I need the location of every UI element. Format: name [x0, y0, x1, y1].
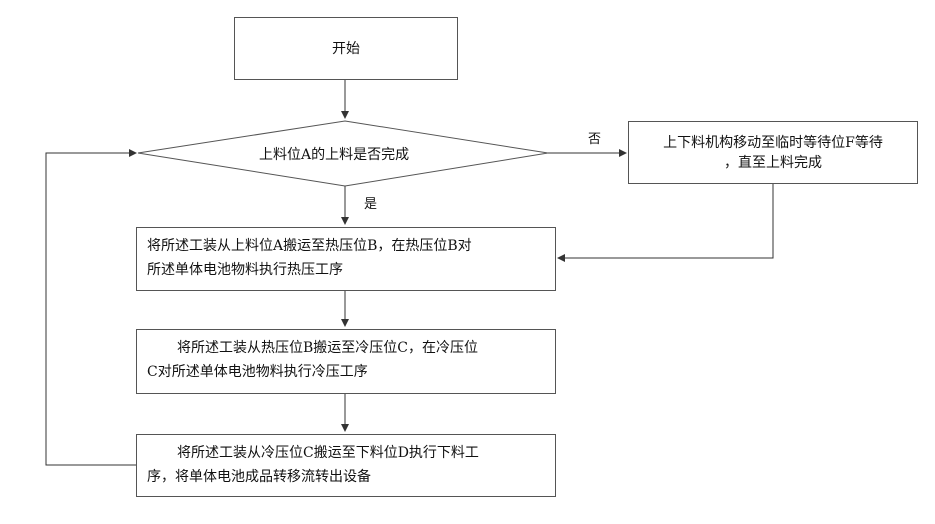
- cold-press-box: 将所述工装从热压位B搬运至冷压位C，在冷压位 C对所述单体电池物料执行冷压工序: [136, 329, 556, 394]
- hot-press-line-1: 将所述工装从上料位A搬运至热压位B，在热压位B对: [137, 234, 555, 258]
- wait-box: 上下料机构移动至临时等待位F等待 ，直至上料完成: [628, 121, 918, 184]
- decision-label: 上料位A的上料是否完成: [259, 144, 409, 164]
- no-label: 否: [588, 128, 601, 147]
- yes-label: 是: [364, 193, 377, 212]
- wait-box-line-1: 上下料机构移动至临时等待位F等待: [663, 133, 883, 153]
- cold-press-line-2: C对所述单体电池物料执行冷压工序: [137, 360, 555, 384]
- arrow-wait-to-hot-press: [558, 184, 773, 258]
- wait-box-line-2: ，直至上料完成: [724, 153, 822, 173]
- hot-press-box: 将所述工装从上料位A搬运至热压位B，在热压位B对 所述单体电池物料执行热压工序: [136, 227, 556, 291]
- cold-press-line-1: 将所述工装从热压位B搬运至冷压位C，在冷压位: [137, 336, 555, 360]
- unload-line-1: 将所述工装从冷压位C搬运至下料位D执行下料工: [137, 441, 555, 465]
- unload-line-2: 序，将单体电池成品转移流转出设备: [137, 465, 555, 489]
- start-box: 开始: [234, 17, 458, 80]
- start-label: 开始: [332, 37, 360, 61]
- arrow-loop-back: [46, 153, 138, 465]
- hot-press-line-2: 所述单体电池物料执行热压工序: [137, 258, 555, 282]
- unload-box: 将所述工装从冷压位C搬运至下料位D执行下料工 序，将单体电池成品转移流转出设备: [136, 434, 556, 497]
